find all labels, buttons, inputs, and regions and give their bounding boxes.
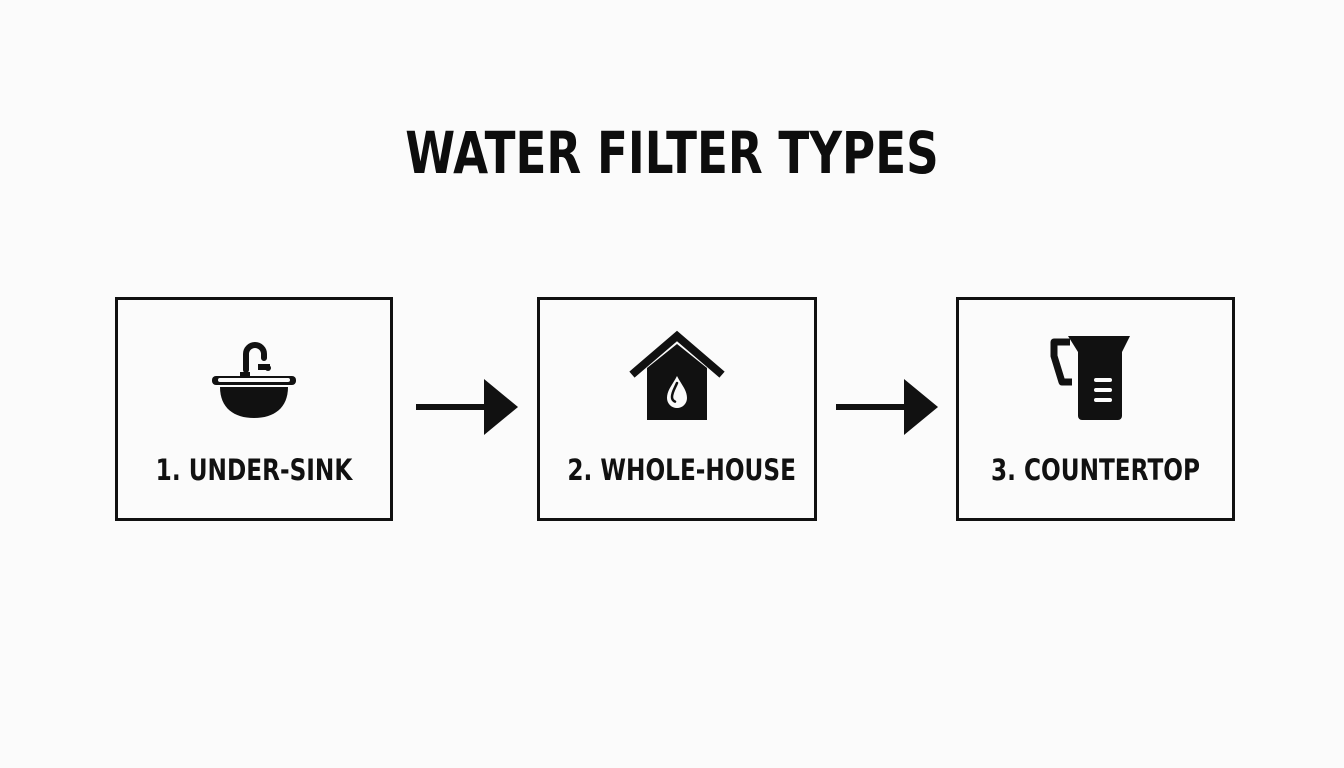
- arrow-right-icon: [836, 379, 938, 435]
- step-label: 3. COUNTERTOP: [990, 453, 1201, 487]
- step-box-countertop: 3. COUNTERTOP: [956, 297, 1235, 521]
- diagram-title: WATER FILTER TYPES: [405, 119, 939, 187]
- step-label: 1. UNDER-SINK: [155, 453, 353, 487]
- step-box-whole-house: 2. WHOLE-HOUSE: [537, 297, 817, 521]
- sink-faucet-icon: [212, 342, 296, 418]
- step-label: 2. WHOLE-HOUSE: [567, 453, 796, 487]
- pitcher-icon: [1050, 336, 1130, 420]
- house-water-drop-icon: [629, 330, 725, 420]
- arrow-right-icon: [416, 379, 518, 435]
- step-box-under-sink: 1. UNDER-SINK: [115, 297, 393, 521]
